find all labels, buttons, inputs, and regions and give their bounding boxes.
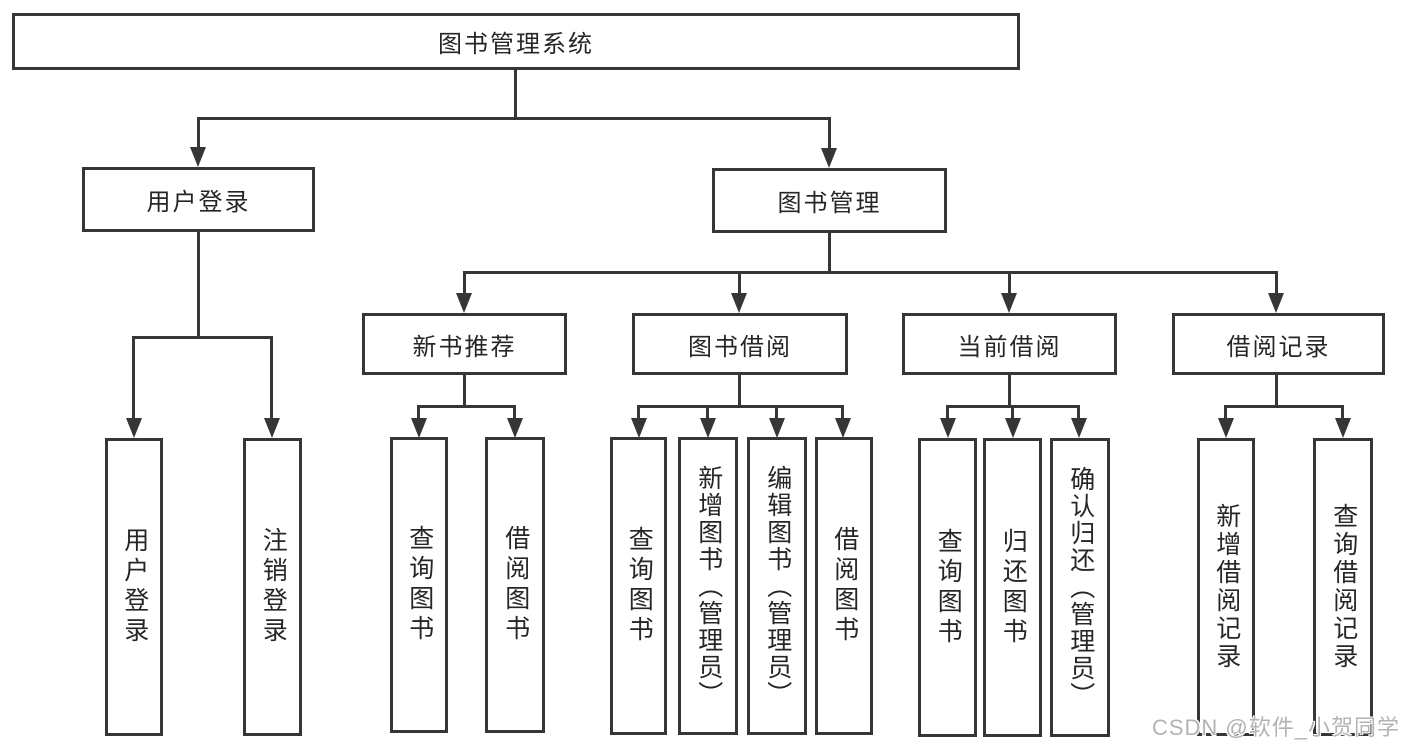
connector-line (197, 232, 200, 339)
node-label: 图书管理系统 (438, 31, 594, 58)
arrow-down-icon (190, 147, 206, 167)
connector-line (513, 405, 516, 421)
connector-line (1011, 405, 1014, 421)
arrow-down-icon (126, 418, 142, 438)
connector-line (463, 271, 1278, 274)
leaf-query-book-current: 查询图书 (918, 438, 977, 737)
arrow-down-icon (940, 418, 956, 438)
leaf-label: 用户登录 (120, 527, 149, 647)
connector-line (1341, 405, 1344, 421)
leaf-label: 注销登录 (259, 527, 288, 647)
leaf-label: 查询借阅记录 (1329, 503, 1358, 671)
connector-line (738, 375, 741, 408)
leaf-add-borrow-record: 新增借阅记录 (1197, 438, 1255, 736)
arrow-down-icon (456, 293, 472, 313)
leaf-borrow-book-recommend: 借阅图书 (485, 437, 545, 733)
connector-line (1224, 405, 1227, 421)
connector-line (132, 336, 273, 339)
connector-line (775, 405, 778, 421)
arrow-down-icon (411, 418, 427, 438)
connector-line (132, 336, 135, 420)
leaf-label: 借阅图书 (830, 526, 859, 646)
connector-line (1008, 271, 1011, 295)
leaf-borrow-book: 借阅图书 (815, 437, 873, 735)
connector-line (828, 117, 831, 152)
arrow-down-icon (700, 418, 716, 438)
connector-line (197, 117, 831, 120)
leaf-return-book: 归还图书 (983, 438, 1042, 737)
arrow-down-icon (507, 418, 523, 438)
arrow-down-icon (1335, 418, 1351, 438)
leaf-label: 借阅图书 (501, 525, 530, 645)
arrow-down-icon (264, 418, 280, 438)
leaf-query-book-borrow: 查询图书 (610, 437, 667, 735)
node-library-system: 图书管理系统 (12, 13, 1020, 70)
leaf-edit-book-admin: 编辑图书（管理员） (747, 437, 807, 735)
connector-line (1275, 375, 1278, 408)
leaf-label: 新增图书（管理员） (694, 464, 723, 708)
arrow-down-icon (835, 418, 851, 438)
connector-line (637, 405, 640, 421)
node-new-book-recommend: 新书推荐 (362, 313, 567, 375)
connector-line (417, 405, 420, 421)
arrow-down-icon (1001, 293, 1017, 313)
connector-line (738, 271, 741, 295)
csdn-watermark: CSDN @软件_小贺同学 (1151, 715, 1400, 740)
connector-line (637, 405, 844, 408)
connector-line (514, 70, 517, 119)
leaf-label: 确认归还（管理员） (1066, 466, 1095, 709)
leaf-logout: 注销登录 (243, 438, 302, 736)
connector-line (463, 375, 466, 408)
leaf-query-book-recommend: 查询图书 (390, 437, 448, 733)
arrow-down-icon (1218, 418, 1234, 438)
leaf-label: 新增借阅记录 (1212, 503, 1241, 671)
connector-line (828, 233, 831, 274)
leaf-confirm-return-admin: 确认归还（管理员） (1050, 438, 1110, 737)
node-label: 用户登录 (146, 189, 251, 216)
node-label: 图书借阅 (688, 333, 792, 361)
connector-line (946, 405, 949, 421)
arrow-down-icon (731, 293, 747, 313)
node-book-borrow: 图书借阅 (632, 313, 848, 375)
leaf-label: 查询图书 (625, 526, 654, 646)
connector-line (270, 336, 273, 420)
leaf-user-login: 用户登录 (105, 438, 163, 736)
connector-line (1275, 271, 1278, 295)
connector-line (706, 405, 709, 421)
connector-line (417, 405, 516, 408)
node-book-management: 图书管理 (712, 168, 947, 233)
arrow-down-icon (1071, 418, 1087, 438)
leaf-label: 编辑图书（管理员） (763, 464, 792, 708)
node-label: 新书推荐 (412, 333, 517, 361)
connector-line (463, 271, 466, 295)
connector-line (197, 117, 200, 151)
arrow-down-icon (1268, 293, 1284, 313)
node-label: 图书管理 (777, 190, 882, 217)
leaf-label: 归还图书 (999, 527, 1028, 648)
arrow-down-icon (821, 148, 837, 168)
arrow-down-icon (631, 418, 647, 438)
leaf-add-book-admin: 新增图书（管理员） (678, 437, 738, 735)
node-borrow-record: 借阅记录 (1172, 313, 1385, 375)
arrow-down-icon (769, 418, 785, 438)
node-user-login: 用户登录 (82, 167, 315, 232)
arrow-down-icon (1005, 418, 1021, 438)
connector-line (1077, 405, 1080, 421)
connector-line (1224, 405, 1343, 408)
node-label: 当前借阅 (957, 333, 1062, 361)
connector-line (1008, 375, 1011, 408)
node-label: 借阅记录 (1226, 333, 1331, 361)
node-current-borrow: 当前借阅 (902, 313, 1117, 375)
connector-line (841, 405, 844, 421)
leaf-query-borrow-record: 查询借阅记录 (1313, 438, 1373, 736)
leaf-label: 查询图书 (934, 527, 963, 648)
leaf-label: 查询图书 (405, 525, 434, 645)
